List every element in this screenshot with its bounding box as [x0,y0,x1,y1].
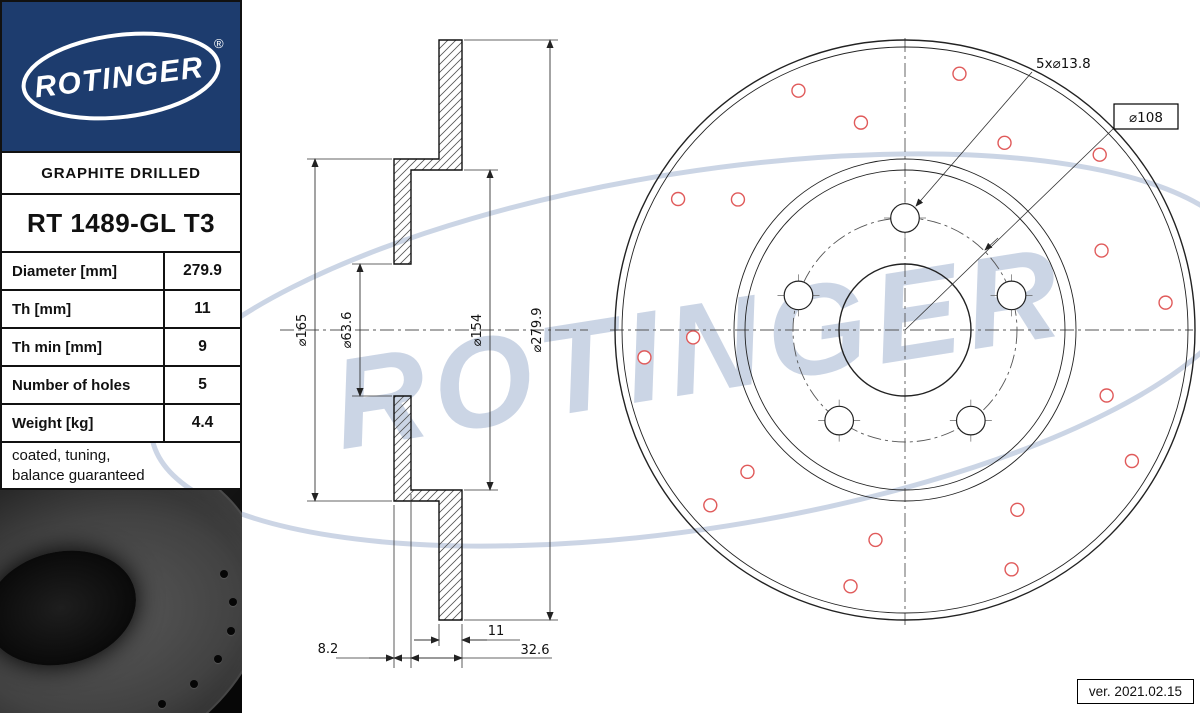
photo-drill-hole [219,569,228,578]
bolt-hole [955,405,986,436]
spec-row: Diameter [mm] 279.9 [0,253,242,291]
registered-mark: ® [214,36,224,51]
spec-value: 4.4 [191,414,214,431]
drill-hole [1092,147,1107,162]
photo-drill-hole [157,699,166,708]
spec-row: Th [mm] 11 [0,291,242,329]
logo-ellipse [21,31,221,121]
front-view: 5x⌀13.8 ⌀108 [610,38,1196,625]
section-view: ⌀165 ⌀63.6 ⌀154 ⌀279.9 11 32.6 8.2 [280,39,588,668]
spec-row: Number of holes 5 [0,367,242,405]
drill-hole [997,135,1012,151]
spec-value: 5 [198,376,207,393]
dim-label-thickness: 11 [488,624,505,639]
leader-bolt-holes [915,71,1033,207]
dim-label-outer: ⌀279.9 [530,307,545,352]
label-bolt-circle: ⌀108 [1129,110,1163,126]
photo-drill-hole [190,679,199,688]
dim-label-flange: 8.2 [318,642,339,657]
spec-label: Weight [kg] [2,405,165,441]
dim-label-friction-inner: ⌀154 [470,314,485,347]
note-line-2: balance guaranteed [12,466,145,484]
drill-hole [637,350,652,365]
drill-hole [730,192,746,207]
product-photo [0,490,242,713]
hole-pattern [637,66,1173,594]
bolt-hole [783,280,814,311]
section-lower-half [393,395,463,621]
label-bolt-holes: 5x⌀13.8 [1036,56,1091,72]
leader-bolt-circle [904,127,1115,331]
drill-hole [868,532,883,548]
photo-drill-hole [227,627,236,636]
dim-label-total-height: 32.6 [521,643,550,658]
spec-row: Th min [mm] 9 [0,329,242,367]
drill-hole [670,191,686,207]
drill-hole [1124,453,1140,469]
brand-logo-block: ROTINGER ® [0,0,242,153]
label-box-bolt-circle [1113,103,1179,130]
drill-hole [740,464,755,480]
spec-label: Diameter [mm] [2,253,165,289]
drill-hole [1004,562,1019,577]
drill-hole [952,66,967,81]
friction-inner-circle [744,169,1066,491]
spec-value: 11 [194,300,211,317]
drill-hole [1094,243,1109,258]
outer-diameter-circle [614,39,1196,621]
outer-rim-circle [621,46,1189,614]
info-panel: ROTINGER ® GRAPHITE DRILLED RT 1489-GL T… [0,0,242,713]
logo-text: ROTINGER [33,51,206,105]
bolt-hole [824,405,855,436]
hat-diameter-circle [733,158,1077,502]
bore-circle [838,263,972,397]
dim-label-bore: ⌀63.6 [340,312,355,349]
rotinger-logo: ROTINGER ® [21,31,224,121]
extension-lines [307,39,558,668]
spec-value: 9 [198,338,207,355]
front-centerlines [610,38,1193,625]
drill-hole [1010,502,1025,517]
product-code: RT 1489-GL T3 [0,195,242,253]
drill-hole [1099,388,1114,403]
leader-bolt-circle-arrow [984,237,999,251]
section-upper-half [393,39,463,265]
drill-hole [791,83,806,98]
version-label: ver. 2021.02.15 [1076,679,1194,704]
photo-drill-hole [229,598,238,607]
bolt-hole [890,203,920,233]
note-line-1: coated, tuning, [12,446,111,464]
spec-row: Weight [kg] 4.4 [0,405,242,443]
drill-hole [853,115,869,130]
drill-hole [703,498,718,513]
photo-drill-hole [214,655,223,664]
spec-label: Th min [mm] [2,329,165,365]
dim-label-hat: ⌀165 [295,314,310,347]
product-note: coated, tuning, balance guaranteed [0,443,242,490]
bolt-hole [996,280,1027,311]
drill-hole [843,579,858,594]
drill-hole [1158,295,1173,310]
spec-label: Th [mm] [2,291,165,327]
spec-value: 279.9 [183,262,222,279]
spec-label: Number of holes [2,367,165,403]
drill-hole [685,330,701,345]
product-tagline: GRAPHITE DRILLED [0,153,242,195]
